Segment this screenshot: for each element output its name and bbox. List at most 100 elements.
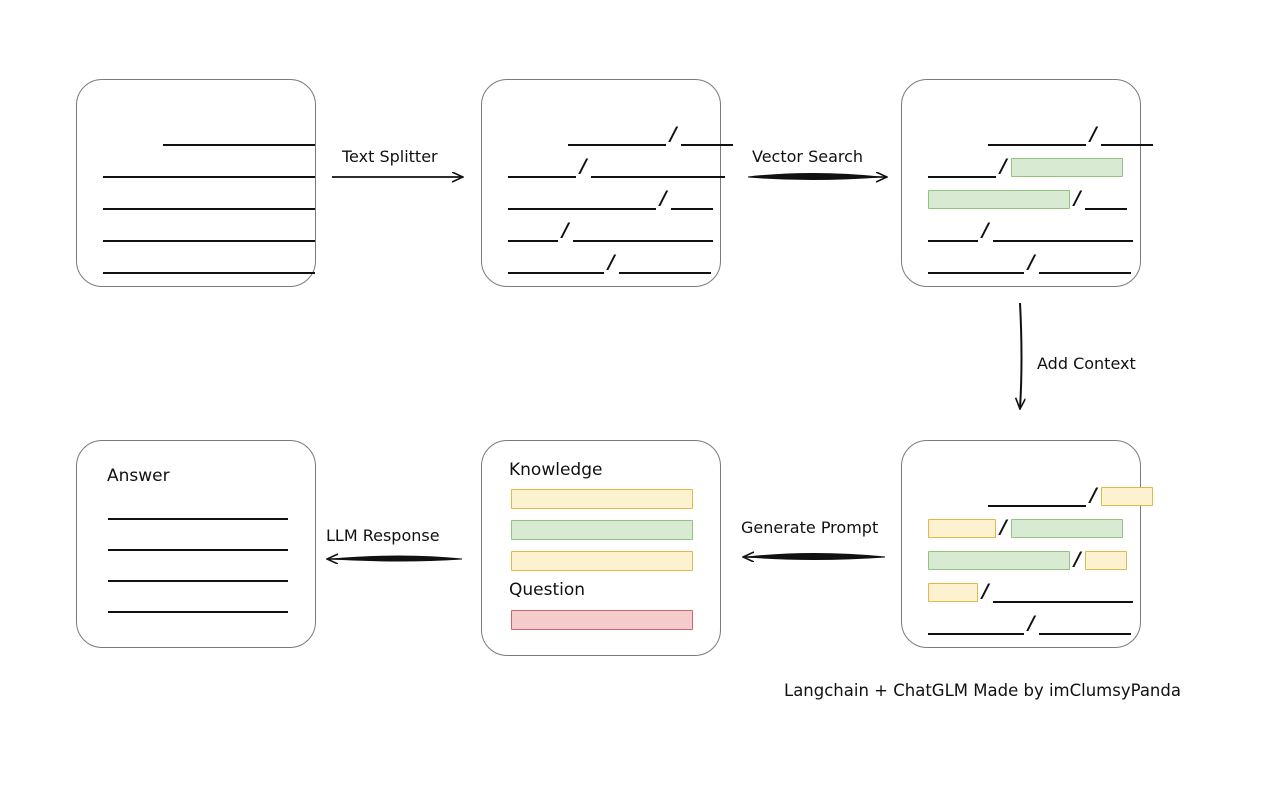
text-line [568, 124, 666, 146]
chunk-row [103, 156, 315, 178]
node-split-chunks[interactable]: / / / / / [481, 79, 733, 287]
edge-label-llm-response: LLM Response [326, 526, 440, 545]
chunk-separator-slash: / [1090, 484, 1097, 506]
source-document-rows [77, 80, 315, 286]
highlight-chip-green [928, 190, 1070, 209]
answer-text-line [108, 611, 288, 613]
chunk-separator-slash: / [982, 219, 989, 241]
matched-chunks-rows: / / / / / [902, 80, 1153, 286]
text-line [988, 485, 1086, 507]
arrow-generate-prompt [747, 553, 886, 560]
text-line [992, 581, 1133, 603]
chunk-separator-slash: / [660, 187, 667, 209]
arrow-llm-response [331, 555, 463, 562]
chunk-row: / [928, 613, 1131, 635]
chunk-separator-slash: / [1000, 155, 1007, 177]
chunk-row: / [928, 581, 1133, 603]
text-line [928, 220, 978, 242]
knowledge-bar-yellow [511, 551, 693, 571]
chunk-separator-slash: / [670, 123, 677, 145]
knowledge-bar-yellow [511, 489, 693, 509]
arrow-add-context [1020, 302, 1022, 408]
knowledge-bar-green [511, 520, 693, 540]
text-line [928, 252, 1024, 274]
answer-heading: Answer [107, 466, 170, 486]
chunk-row: / [928, 188, 1127, 210]
answer-text-line [108, 580, 288, 582]
chunk-row [103, 188, 315, 210]
highlight-chip-yellow [928, 519, 996, 538]
chunk-row [103, 220, 315, 242]
chunk-separator-slash: / [1074, 187, 1081, 209]
chunk-row: / [928, 252, 1131, 274]
text-line [103, 220, 315, 242]
text-line [103, 156, 315, 178]
node-context-chunks[interactable]: / / / / / [901, 440, 1153, 648]
chunk-separator-slash: / [608, 251, 615, 273]
text-line [103, 188, 315, 210]
text-line [1100, 124, 1153, 146]
text-line [508, 252, 604, 274]
edge-label-generate-prompt: Generate Prompt [741, 518, 879, 537]
edge-label-vector-search: Vector Search [752, 147, 864, 166]
text-line [508, 188, 656, 210]
chunk-row: / [568, 124, 733, 146]
text-line [1084, 188, 1127, 210]
chunk-separator-slash: / [1074, 548, 1081, 570]
text-line [618, 252, 711, 274]
chunk-row: / [508, 220, 713, 242]
text-line [680, 124, 733, 146]
text-line [508, 220, 558, 242]
answer-text-line [108, 518, 288, 520]
chunk-row: / [928, 549, 1127, 571]
chunk-row: / [928, 156, 1123, 178]
answer-text-line [108, 549, 288, 551]
chunk-separator-slash: / [982, 580, 989, 602]
chunk-separator-slash: / [1028, 612, 1035, 634]
highlight-chip-green [1010, 158, 1123, 177]
highlight-chip-yellow [1084, 551, 1127, 570]
text-line [928, 613, 1024, 635]
text-line [928, 156, 996, 178]
text-line [1038, 613, 1131, 635]
chunk-row: / [508, 156, 725, 178]
node-matched-chunks[interactable]: / / / / / [901, 79, 1153, 287]
arrow-vector-search [747, 173, 881, 180]
text-line [508, 156, 576, 178]
node-prompt-box[interactable]: Knowledge Question [481, 440, 721, 656]
node-answer-box[interactable]: Answer [76, 440, 316, 648]
chunk-row: / [508, 188, 713, 210]
chunk-separator-slash: / [1090, 123, 1097, 145]
chunk-row: / [988, 485, 1153, 507]
chunk-separator-slash: / [1000, 516, 1007, 538]
text-line [988, 124, 1086, 146]
chunk-row: / [508, 252, 711, 274]
knowledge-heading: Knowledge [509, 460, 603, 480]
text-line [163, 124, 315, 146]
chunk-row [103, 252, 315, 274]
question-bar-red [511, 610, 693, 630]
split-chunks-rows: / / / / / [482, 80, 733, 286]
highlight-chip-yellow [1100, 487, 1153, 506]
highlight-chip-yellow [928, 583, 978, 602]
chunk-separator-slash: / [580, 155, 587, 177]
chunk-row: / [928, 517, 1123, 539]
footer-credit: Langchain + ChatGLM Made by imClumsyPand… [784, 681, 1181, 700]
chunk-row: / [928, 220, 1133, 242]
highlight-chip-green [1010, 519, 1123, 538]
text-line [670, 188, 713, 210]
text-line [992, 220, 1133, 242]
question-heading: Question [509, 580, 586, 600]
edge-label-text-splitter: Text Splitter [342, 147, 438, 166]
chunk-separator-slash: / [562, 219, 569, 241]
text-line [590, 156, 725, 178]
highlight-chip-green [928, 551, 1070, 570]
node-source-document[interactable] [76, 79, 316, 287]
chunk-row [163, 124, 315, 146]
context-chunks-rows: / / / / / [902, 441, 1153, 647]
text-line [1038, 252, 1131, 274]
text-line [103, 252, 315, 274]
edge-label-add-context: Add Context [1037, 354, 1136, 373]
text-line [572, 220, 713, 242]
